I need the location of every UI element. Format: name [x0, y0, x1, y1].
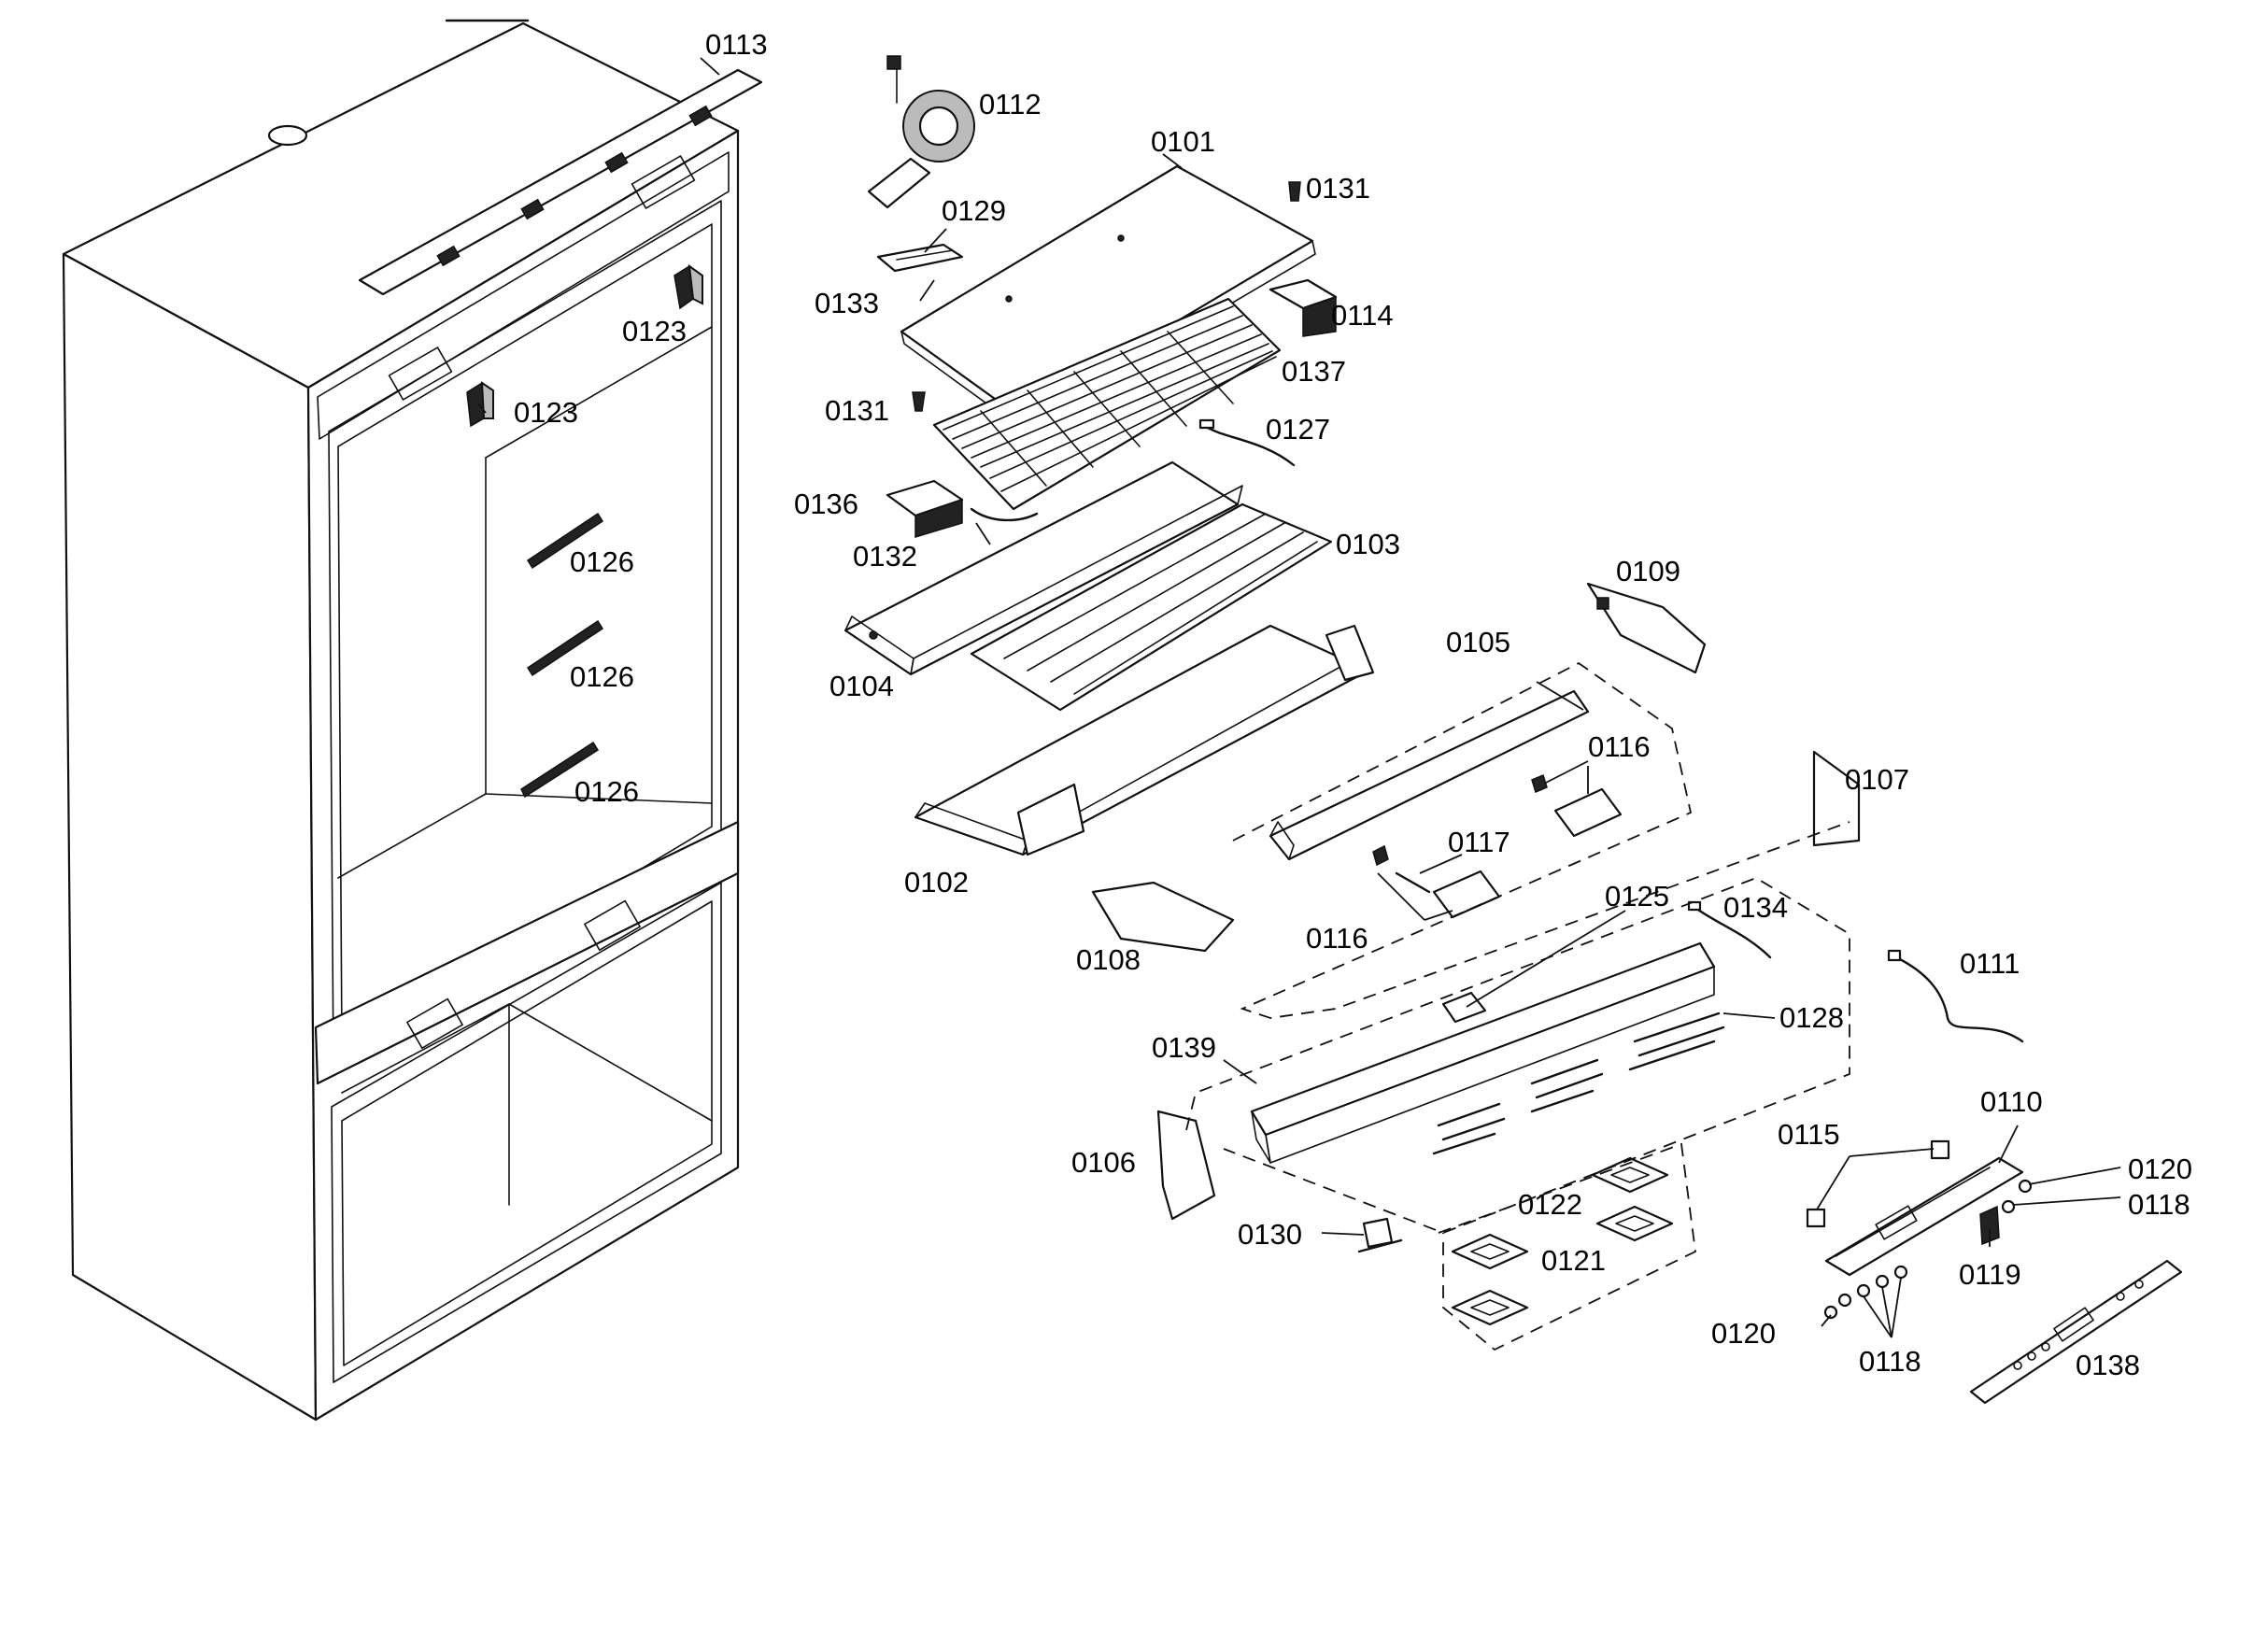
label-0112: 0112	[979, 88, 1042, 120]
screws-0118-0120	[1823, 1179, 2033, 1320]
shelf-support-1	[526, 512, 604, 570]
label-0128: 0128	[1779, 1001, 1844, 1034]
cover-plate-0139	[1250, 941, 1716, 1164]
foam-pad-0121-b	[1451, 1289, 1529, 1326]
group-outline-damper	[1232, 661, 1850, 1019]
label-0123-lower: 0123	[514, 396, 578, 429]
knob-0115-left	[1806, 1208, 1826, 1228]
label-0107: 0107	[1845, 763, 1909, 796]
label-0102: 0102	[904, 866, 969, 898]
label-0133: 0133	[815, 287, 879, 319]
switch-0119	[1979, 1205, 2000, 1246]
label-0114: 0114	[1331, 299, 1394, 332]
wire-0132	[970, 507, 1039, 522]
label-0118-right: 0118	[2128, 1188, 2190, 1221]
label-0115: 0115	[1778, 1118, 1840, 1151]
damper-0116-upper	[1531, 773, 1623, 838]
damper-bracket-0125	[1441, 991, 1487, 1024]
label-0126-2: 0126	[570, 660, 634, 693]
group-outline-cover	[1185, 877, 1850, 1234]
label-0120-right: 0120	[2128, 1153, 2192, 1185]
label-0131-left: 0131	[825, 394, 889, 427]
label-0106: 0106	[1071, 1146, 1136, 1179]
label-0131-top: 0131	[1306, 172, 1370, 205]
shelf-support-2	[526, 619, 604, 677]
fan-motor-0112	[867, 55, 975, 209]
label-0132: 0132	[853, 540, 917, 573]
refrigerator-cabinet	[62, 19, 763, 1422]
label-0119: 0119	[1959, 1258, 2021, 1291]
label-0109: 0109	[1616, 555, 1680, 587]
label-0139: 0139	[1152, 1031, 1216, 1064]
label-0116-upper: 0116	[1588, 730, 1651, 763]
label-0117: 0117	[1448, 826, 1510, 858]
label-0113: 0113	[705, 28, 768, 61]
label-0122: 0122	[1518, 1188, 1582, 1221]
air-duct-0104	[843, 460, 1243, 676]
leader-lines	[477, 57, 2121, 1338]
label-0121: 0121	[1541, 1244, 1606, 1277]
bottom-duct-0102	[914, 624, 1375, 856]
bracket-0114	[1269, 278, 1338, 337]
label-0118-bottom: 0118	[1859, 1345, 1921, 1378]
label-0104: 0104	[829, 670, 894, 702]
label-0134: 0134	[1723, 891, 1788, 924]
drain-tray-0103	[970, 502, 1333, 712]
foam-pad-0121-a	[1451, 1233, 1529, 1270]
shaft-0117	[1395, 871, 1431, 894]
label-0126-3: 0126	[574, 775, 639, 808]
label-0129: 0129	[942, 194, 1006, 227]
label-0103: 0103	[1336, 528, 1400, 560]
label-0123-upper: 0123	[622, 315, 687, 347]
evaporator-coil-0137	[932, 297, 1282, 511]
label-0101: 0101	[1151, 125, 1215, 158]
bracket-0129	[876, 243, 964, 273]
wire-0134	[1687, 900, 1772, 959]
label-0105: 0105	[1446, 626, 1510, 658]
group-outline-pads	[1438, 1142, 1696, 1351]
heater-clip-0136	[886, 479, 964, 539]
cabinet-clip-upper	[673, 263, 703, 310]
knob-0115-right	[1930, 1139, 1950, 1160]
bracket-0107	[1812, 750, 1861, 847]
sensor-wire-0127	[1198, 418, 1296, 467]
bracket-0109	[1586, 582, 1707, 674]
vent-grilles-0128	[1432, 1012, 1725, 1155]
cabinet-clip-lower	[466, 381, 494, 428]
label-0125: 0125	[1605, 880, 1669, 913]
label-0111: 0111	[1960, 947, 2020, 980]
label-0126-1: 0126	[570, 545, 634, 578]
screw-0131-top	[1288, 181, 1301, 202]
harness-0111	[1887, 949, 2024, 1043]
screw-0131-left	[912, 391, 926, 412]
label-0137: 0137	[1282, 355, 1346, 388]
label-0116-lower: 0116	[1306, 922, 1368, 955]
label-0136: 0136	[794, 488, 858, 520]
label-0127: 0127	[1266, 413, 1330, 446]
label-0110: 0110	[1980, 1085, 2043, 1118]
shelf-support-3	[520, 741, 600, 799]
overlay-0138	[1969, 1259, 2183, 1405]
bracket-0108	[1091, 881, 1235, 953]
clip-0130	[1357, 1217, 1403, 1253]
foam-pad-0122-b	[1595, 1205, 1674, 1242]
part-labels: 0113 0112 0101 0131 0129 0133 0114 0123 …	[514, 28, 2192, 1381]
label-0108: 0108	[1076, 943, 1141, 976]
label-0120-left: 0120	[1711, 1317, 1776, 1350]
label-0130: 0130	[1238, 1218, 1302, 1251]
damper-housing-0105	[1269, 689, 1590, 861]
label-0138: 0138	[2076, 1349, 2140, 1381]
control-board-0110	[1824, 1156, 2024, 1277]
